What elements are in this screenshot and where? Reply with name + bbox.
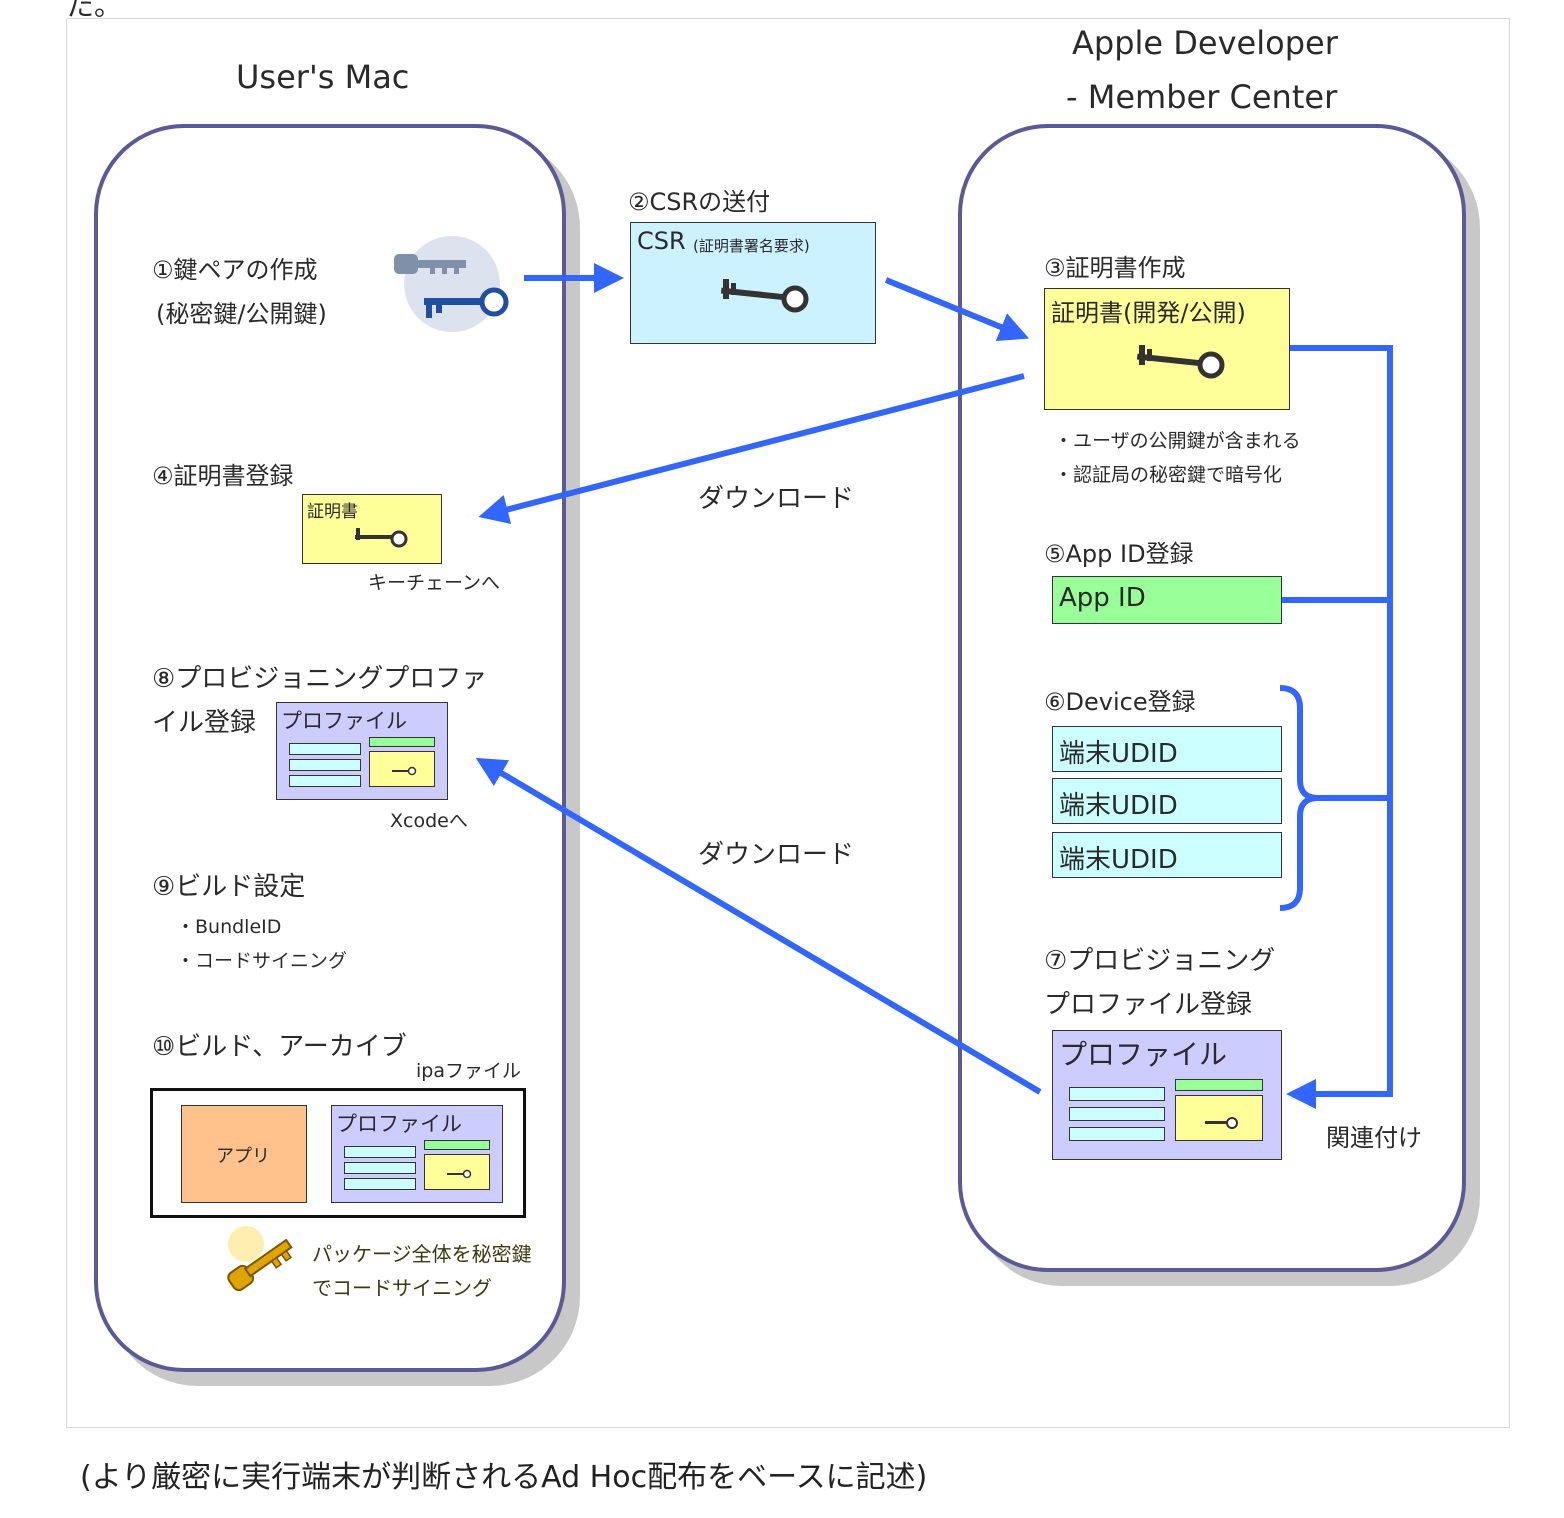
key-icon <box>720 279 809 313</box>
diagram-frame <box>66 18 1510 1428</box>
download-label-1: ダウンロード <box>698 484 855 514</box>
profile-box: プロファイル <box>1052 1030 1282 1160</box>
app-box: アプリ <box>181 1105 307 1203</box>
profile-small-label: プロファイル <box>281 709 407 733</box>
device-udid-label: 端末UDID <box>1059 845 1178 875</box>
key-pair-icon <box>394 236 509 332</box>
arrow-profile-download <box>475 757 1042 1095</box>
step7-label-1: ⑦プロビジョニング <box>1044 946 1276 976</box>
certificate-small-box: 証明書 <box>302 494 442 564</box>
gold-keys-icon <box>227 1226 293 1292</box>
profile-ipa-label: プロファイル <box>336 1112 462 1136</box>
download-label-2: ダウンロード <box>698 840 855 870</box>
connector-bus <box>1286 345 1393 1109</box>
key-icon <box>355 528 408 548</box>
key-icon <box>392 766 417 776</box>
step7-label-2: プロファイル登録 <box>1044 990 1253 1020</box>
certificate-label: 証明書(開発/公開) <box>1051 299 1246 327</box>
step8-label-1: ⑧プロビジョニングプロファ <box>152 664 488 694</box>
step9-bullet-2: ・コードサイニング <box>176 950 348 972</box>
key-icon <box>1205 1117 1238 1129</box>
caption: (より厳密に実行端末が判断されるAd Hoc配布をベースに記述) <box>80 1460 928 1495</box>
certificate-small-label: 証明書 <box>307 502 358 522</box>
step5-label: ⑤App ID登録 <box>1044 540 1194 568</box>
certificate-box: 証明書(開発/公開) <box>1044 288 1290 410</box>
member-center-title-1: Apple Developer <box>1072 24 1338 62</box>
ipa-note: ipaファイル <box>416 1060 521 1082</box>
device-udid-box: 端末UDID <box>1052 726 1282 772</box>
step2-label: ②CSRの送付 <box>628 188 771 216</box>
step9-bullet-1: ・BundleID <box>176 916 282 938</box>
step1-sublabel: (秘密鍵/公開鍵) <box>156 300 327 328</box>
step1-label: ①鍵ペアの作成 <box>152 256 318 284</box>
key-icon <box>1136 345 1225 379</box>
cert-note-1: ・ユーザの公開鍵が含まれる <box>1054 430 1301 452</box>
ipa-package-box: アプリ プロファイル <box>150 1088 526 1218</box>
xcode-note: Xcodeへ <box>390 810 468 832</box>
link-note: 関連付け <box>1326 1124 1422 1152</box>
users-mac-title: User's Mac <box>236 58 410 96</box>
profile-label: プロファイル <box>1059 1038 1228 1071</box>
device-udid-box: 端末UDID <box>1052 778 1282 824</box>
key-icon <box>447 1169 472 1179</box>
arrow-csr-to-cert <box>884 277 1030 342</box>
step6-label: ⑥Device登録 <box>1044 688 1196 716</box>
device-brace <box>1279 685 1319 911</box>
app-id-label: App ID <box>1059 583 1146 613</box>
step10-label: ⑩ビルド、アーカイブ <box>152 1032 407 1062</box>
member-center-title-2: - Member Center <box>1066 78 1338 116</box>
profile-ipa-box: プロファイル <box>331 1105 503 1203</box>
top-fragment: た。 <box>66 0 123 22</box>
step8-label-2: イル登録 <box>152 708 257 738</box>
step4-label: ④証明書登録 <box>152 462 294 490</box>
csr-sub: (証明書署名要求) <box>693 237 810 255</box>
app-label: アプリ <box>216 1146 270 1167</box>
device-udid-box: 端末UDID <box>1052 832 1282 878</box>
csr-main: CSR <box>637 227 686 255</box>
cert-note-2: ・認証局の秘密鍵で暗号化 <box>1054 464 1283 486</box>
sign-note-2: でコードサイニング <box>312 1276 492 1300</box>
device-udid-label: 端末UDID <box>1059 739 1178 769</box>
device-udid-label: 端末UDID <box>1059 791 1178 821</box>
csr-box: CSR (証明書署名要求) <box>630 222 876 344</box>
profile-small-box: プロファイル <box>276 702 448 800</box>
arrow-cert-download <box>478 373 1025 525</box>
step9-label: ⑨ビルド設定 <box>152 872 306 902</box>
step3-label: ③証明書作成 <box>1044 254 1186 282</box>
app-id-box: App ID <box>1052 576 1282 624</box>
keychain-note: キーチェーンへ <box>368 572 501 594</box>
sign-note-1: パッケージ全体を秘密鍵 <box>312 1242 532 1266</box>
